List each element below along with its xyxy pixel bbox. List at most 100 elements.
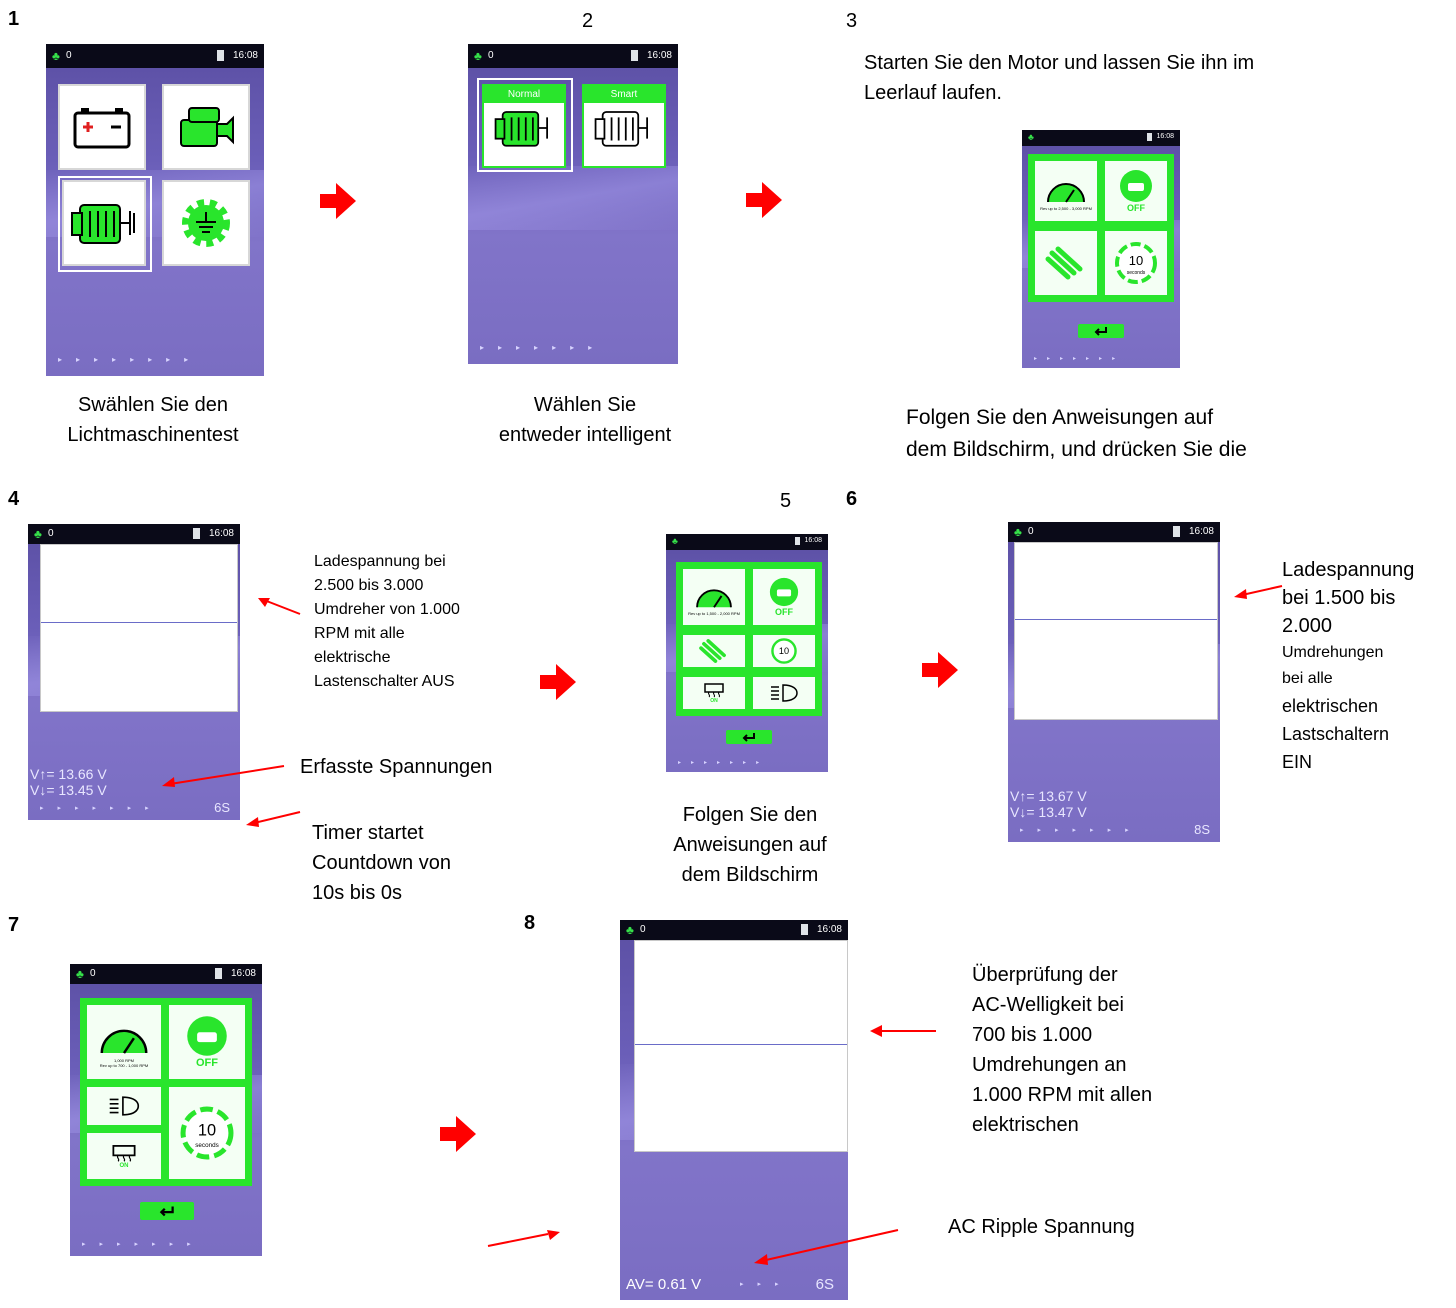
countdown-timer: 6S xyxy=(815,1276,834,1293)
headlight-tile xyxy=(750,674,818,712)
battery-test-tile[interactable] xyxy=(58,84,146,170)
next-arrow-icon xyxy=(540,664,576,700)
step-6-note: Ladespannung bei 1.500 bis 2.000 Umdrehu… xyxy=(1282,556,1452,776)
ripple-graph xyxy=(634,940,848,1152)
note-line: Ladespannung bei xyxy=(314,553,446,570)
alternator-icon xyxy=(71,204,135,244)
note-line: Countdown von xyxy=(312,852,451,874)
alternator-icon xyxy=(594,111,648,147)
next-arrow-icon xyxy=(320,183,356,219)
status-count: 0 xyxy=(640,924,646,935)
note-line: AC-Welligkeit bei xyxy=(972,994,1124,1016)
caption-line: Lichtmaschinentest xyxy=(67,424,239,446)
page-dots: ▸▸▸▸▸▸▸ xyxy=(82,1241,205,1248)
timer-value: 10 xyxy=(1129,253,1143,268)
status-time: 16:08 xyxy=(208,528,234,539)
headlight-icon xyxy=(771,684,798,702)
rear-defrost-tile: ON xyxy=(680,674,748,712)
step-2-screen: ♣ 0 16:08 Normal Smart ▸▸▸▸▸▸▸ xyxy=(468,44,678,364)
step-3-screen: ♣ 16:08 Rev up to 2,500 - 3,000 RPM OFF … xyxy=(1022,130,1180,368)
user-icon: ♣ xyxy=(1014,525,1022,539)
enter-button[interactable] xyxy=(140,1202,194,1220)
next-arrow-icon xyxy=(440,1116,476,1152)
ac-ripple-label: AC Ripple Spannung xyxy=(948,1216,1135,1238)
note-line: bei alle xyxy=(1282,670,1333,687)
voltage-graph xyxy=(40,544,238,712)
step-1-caption: Swählen Sie den Lichtmaschinentest xyxy=(58,390,248,450)
battery-icon xyxy=(215,968,222,979)
note-line: 700 bis 1.000 xyxy=(972,1024,1093,1046)
engine-off-tile: OFF xyxy=(750,566,818,628)
battery-icon xyxy=(193,528,200,539)
smart-label: Smart xyxy=(584,86,664,103)
voltage-trace xyxy=(41,622,237,623)
timer-value: 10 xyxy=(779,646,789,656)
enter-button[interactable] xyxy=(1078,324,1124,338)
normal-option[interactable]: Normal xyxy=(482,84,566,168)
car-icon xyxy=(769,577,799,607)
tachometer-icon xyxy=(696,588,732,608)
enter-icon xyxy=(159,1206,174,1217)
status-bar: ♣ 16:08 xyxy=(666,534,828,550)
status-bar: ♣ 0 16:08 xyxy=(46,44,264,68)
note-line: Lastenschalter AUS xyxy=(314,673,455,690)
pointer-arrow-icon xyxy=(870,1025,936,1037)
timer-value: 10 xyxy=(198,1122,216,1140)
status-count: 0 xyxy=(90,968,96,979)
page-dots: ▸▸▸▸▸▸▸ xyxy=(1020,827,1143,834)
note-line: elektrischen xyxy=(1282,696,1379,716)
battery-icon xyxy=(795,537,800,545)
battery-icon xyxy=(1173,526,1180,537)
rpm-gauge-tile: 1,000 RPM Rev up to 700 - 1,000 RPM xyxy=(84,1002,164,1082)
pointer-arrow-icon xyxy=(487,1230,560,1247)
page-dots: ▸▸▸▸▸▸▸▸ xyxy=(58,355,203,364)
battery-icon xyxy=(217,50,224,61)
ground-gear-icon xyxy=(182,199,230,247)
starter-test-tile[interactable] xyxy=(162,84,250,170)
rear-defrost-tile: ON xyxy=(84,1130,164,1182)
page-dots: ▸▸▸▸▸▸▸ xyxy=(480,343,607,352)
tachometer-icon xyxy=(100,1029,148,1054)
smart-option[interactable]: Smart xyxy=(582,84,666,168)
user-icon: ♣ xyxy=(34,527,42,541)
ac-ripple-voltage: AV= 0.61 V xyxy=(626,1276,702,1293)
user-icon: ♣ xyxy=(672,536,678,546)
rev-instruction: Rev up to 1,500 - 2,000 RPM xyxy=(688,610,740,616)
text-line: Starten Sie den Motor und lassen Sie ihn… xyxy=(864,52,1255,74)
alternator-test-tile[interactable] xyxy=(62,180,146,266)
status-time: 16:08 xyxy=(646,50,672,61)
step-1-screen: ♣ 0 16:08 ▸▸▸▸▸▸▸ xyxy=(46,44,264,376)
step-4-number: 4 xyxy=(8,488,20,510)
step-8-note: Überprüfung der AC-Welligkeit bei 700 bi… xyxy=(972,960,1232,1140)
status-count: 0 xyxy=(66,50,72,61)
step-8-screen: ♣ 0 16:08 AV= 0.61 V 6S ▸▸▸ xyxy=(620,920,848,1300)
countdown-timer: 8S xyxy=(1194,822,1210,837)
off-label: OFF xyxy=(1127,203,1145,213)
step-2-caption: Wählen Sie entweder intelligent xyxy=(440,390,730,450)
next-arrow-icon xyxy=(746,182,782,218)
note-line: 1.000 RPM mit allen xyxy=(972,1084,1153,1106)
enter-button[interactable] xyxy=(726,730,772,744)
hand-switch-icon xyxy=(699,639,726,663)
text-line: dem Bildschirm, und drücken Sie die xyxy=(906,438,1247,461)
status-time: 16:08 xyxy=(804,537,822,544)
timer-unit: seconds xyxy=(195,1142,218,1149)
step-2-number: 2 xyxy=(582,10,594,32)
user-icon: ♣ xyxy=(52,49,60,63)
timer-icon: 10 xyxy=(771,638,797,664)
ground-test-tile[interactable] xyxy=(162,180,250,266)
user-icon: ♣ xyxy=(76,967,84,981)
headlight-icon xyxy=(109,1096,140,1116)
car-battery-icon xyxy=(73,108,131,149)
page-dots: ▸▸▸▸▸▸▸ xyxy=(40,805,163,812)
status-count: 0 xyxy=(48,528,54,539)
note-line: Ladespannung xyxy=(1282,559,1415,581)
user-icon: ♣ xyxy=(474,49,482,63)
pointer-arrow-icon xyxy=(162,765,285,787)
step-3-number: 3 xyxy=(846,10,858,32)
step-5-number: 5 xyxy=(780,490,792,512)
status-bar: ♣ 0 16:08 xyxy=(1008,522,1220,542)
step-5-caption: Folgen Sie den Anweisungen auf dem Bilds… xyxy=(640,800,860,890)
page-dots: ▸▸▸▸▸▸▸ xyxy=(678,760,770,766)
status-bar: ♣ 0 16:08 xyxy=(620,920,848,940)
